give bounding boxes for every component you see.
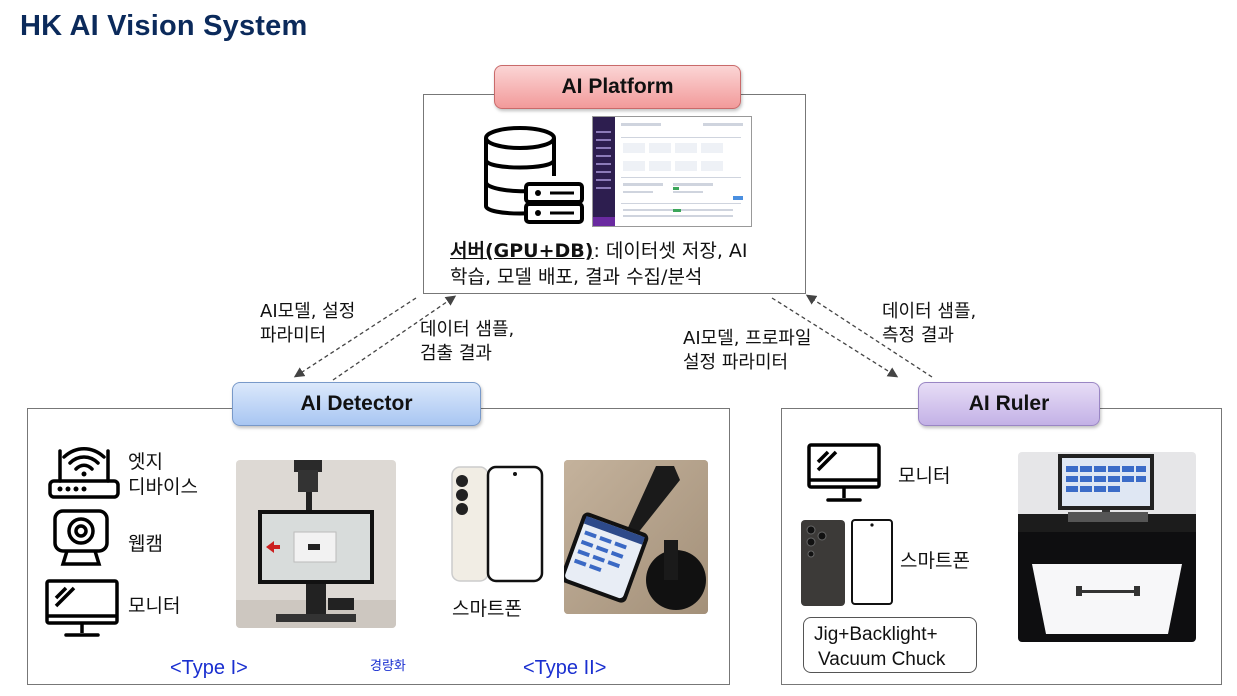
arrow-ruler-to-platform [805,294,933,378]
server-desc-line2: 학습, 모델 배포, 결과 수집/분석 [450,266,703,288]
dashboard-screenshot [592,116,752,227]
flow-to-ruler-line1: AI모델, 프로파일 [683,328,812,349]
server-description: 서버(GPU+DB): 데이터셋 저장, AI 학습, 모델 배포, 결과 수집… [450,238,748,290]
jig-line1: Jig+Backlight+ [814,624,938,645]
arrow-platform-to-ruler [771,297,899,378]
wifi-router-icon [48,447,120,499]
jig-line2: Vacuum Chuck [818,649,946,670]
type2-device-photo [564,460,708,614]
type1-label: <Type I> [170,657,248,679]
arrow-platform-to-detector [293,297,417,378]
smartphone-icon [451,465,544,583]
edge-device-label: 엣지 디바이스 [128,450,198,500]
server-desc-line1: : 데이터셋 저장, AI [593,240,748,262]
jig-label: Jig+Backlight+ Vacuum Chuck [814,622,945,672]
flow-from-detector-line2: 검출 결과 [420,343,492,364]
platform-label: AI Platform [494,65,741,109]
edge-device-line2: 디바이스 [128,476,198,498]
flow-from-ruler-line1: 데이터 샘플, [882,301,977,322]
database-server-icon [484,126,584,224]
webcam-icon [53,509,109,566]
flow-to-detector-line2: 파라미터 [260,325,327,346]
edge-device-line1: 엣지 [128,451,163,473]
flow-from-ruler-line2: 측정 결과 [882,325,954,346]
lightweight-label: 경량화 [370,659,406,674]
flow-to-ruler-line2: 설정 파라미터 [683,352,789,373]
type2-label: <Type II> [523,657,607,679]
flow-from-ruler-label: 데이터 샘플, 측정 결과 [882,300,976,348]
ruler-smartphone-label: 스마트폰 [900,550,970,572]
flow-from-detector-label: 데이터 샘플, 검출 결과 [420,318,514,366]
detector-smartphone-label: 스마트폰 [452,598,522,620]
flow-to-detector-line1: AI모델, 설정 [260,301,356,322]
ruler-monitor-icon [807,443,881,502]
ruler-monitor-label: 모니터 [898,465,951,487]
ruler-device-photo [1018,452,1196,642]
detector-monitor-label: 모니터 [128,595,181,617]
flow-from-detector-line1: 데이터 샘플, [420,319,515,340]
jig-box [803,617,977,673]
flow-to-ruler-label: AI모델, 프로파일 설정 파라미터 [683,327,811,375]
server-label: 서버(GPU+DB) [450,240,594,262]
arrow-detector-to-platform [332,295,457,381]
webcam-label: 웹캠 [128,533,163,555]
flow-to-detector-label: AI모델, 설정 파라미터 [260,300,355,348]
type1-device-photo [236,460,396,628]
page-title: HK AI Vision System [20,10,308,42]
ruler-smartphone-icon [801,519,893,606]
detector-label: AI Detector [232,382,481,426]
ruler-label: AI Ruler [918,382,1100,426]
monitor-icon [45,579,119,637]
